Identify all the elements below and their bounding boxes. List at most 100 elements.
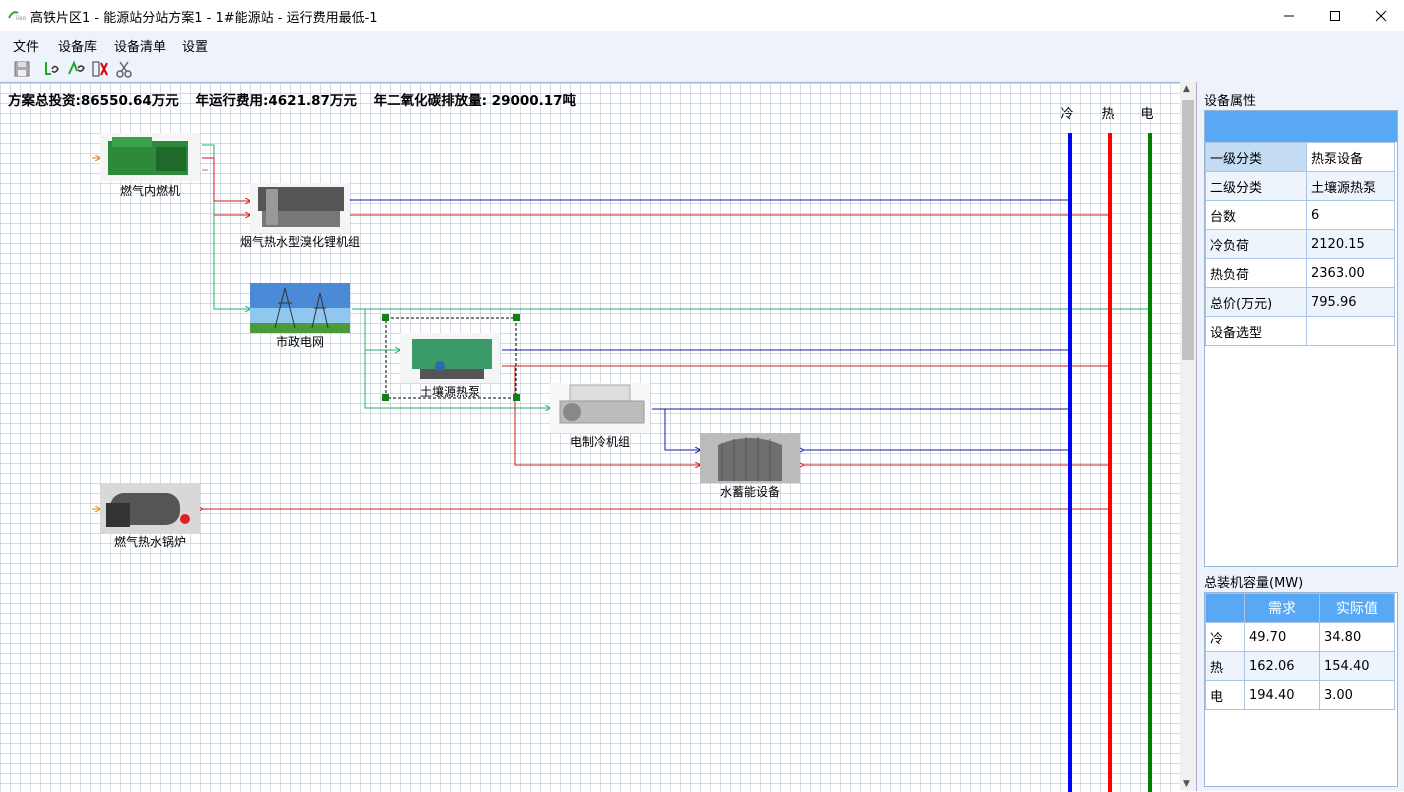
plan-summary: 方案总投资:86550.64万元 年运行费用:4621.87万元 年二氧化碳排放… [8, 89, 588, 109]
menu-device-library[interactable]: 设备库 [58, 40, 98, 55]
scissors-icon[interactable] [114, 59, 134, 79]
property-value[interactable]: 土壤源热泵 [1306, 171, 1395, 201]
property-value[interactable]: 热泵设备 [1306, 142, 1395, 172]
capacity-name: 冷 [1205, 622, 1245, 652]
capacity-actual: 3.00 [1319, 680, 1395, 710]
device-gas-boiler[interactable]: 燃气热水锅炉 [100, 483, 200, 549]
property-key: 冷负荷 [1205, 229, 1307, 259]
line-engine-heat [202, 157, 250, 201]
line-chiller-storage-cold [664, 409, 700, 450]
capacity-demand: 162.06 [1244, 651, 1320, 681]
bus-label-cold: 冷 [1060, 107, 1073, 122]
device-electric-chiller[interactable]: 电制冷机组 [550, 383, 650, 449]
capacity-demand: 49.70 [1244, 622, 1320, 652]
annual-running-cost: 年运行费用:4621.87万元 [195, 93, 357, 109]
menu-device-list[interactable]: 设备清单 [114, 40, 167, 55]
menu-settings[interactable]: 设置 [182, 40, 209, 55]
add-link-icon[interactable] [66, 59, 86, 79]
property-row[interactable]: 二级分类土壤源热泵 [1205, 171, 1395, 201]
capacity-actual: 154.40 [1319, 651, 1395, 681]
maximize-icon [1330, 10, 1340, 21]
minimize-icon [1284, 15, 1294, 16]
label-grid: 市政电网 [276, 334, 324, 349]
total-investment: 方案总投资:86550.64万元 [8, 93, 179, 109]
line-engine-elec [202, 144, 250, 309]
label-electric-chiller: 电制冷机组 [570, 435, 630, 449]
title-bar: iiso 高铁片区1 - 能源站分站方案1 - 1#能源站 - 运行费用最低-1 [0, 0, 1404, 31]
menu-bar: 文件 设备库 设备清单 设置 [0, 31, 1404, 56]
property-value[interactable]: 2363.00 [1306, 258, 1395, 288]
property-value[interactable]: 2120.15 [1306, 229, 1395, 259]
property-row[interactable]: 一级分类热泵设备 [1205, 142, 1395, 172]
device-water-storage[interactable]: 水蓄能设备 [700, 433, 800, 499]
capacity-header: 需求 [1244, 593, 1320, 623]
device-absorption-chiller[interactable]: 烟气热水型溴化锂机组 [240, 183, 360, 249]
line-grid-heatpump [352, 308, 400, 350]
property-value[interactable]: 6 [1306, 200, 1395, 230]
label-gas-boiler: 燃气热水锅炉 [114, 534, 186, 549]
menu-file[interactable]: 文件 [13, 40, 40, 55]
capacity-actual: 34.80 [1319, 622, 1395, 652]
app-logo-icon: iiso [8, 11, 26, 21]
capacity-header [1205, 593, 1245, 623]
energy-flow-diagram: 冷 热 电 燃气内燃机 烟气热水型溴化锂机组 [92, 107, 1154, 792]
bus-cold[interactable] [1068, 133, 1072, 792]
scroll-down-icon[interactable]: ▼ [1183, 779, 1190, 789]
annual-co2: 年二氧化碳排放量: 29000.17吨 [373, 93, 577, 109]
property-key: 一级分类 [1205, 142, 1307, 172]
energy-buses: 冷 热 电 [1060, 107, 1154, 792]
delete-grid-icon[interactable] [90, 59, 110, 79]
bus-heat[interactable] [1108, 133, 1112, 792]
label-water-storage: 水蓄能设备 [720, 485, 780, 499]
label-absorption-chiller: 烟气热水型溴化锂机组 [240, 234, 360, 249]
device-heat-pump[interactable]: 土壤源热泵 [382, 314, 520, 401]
property-key: 台数 [1205, 200, 1307, 230]
capacity-header: 实际值 [1319, 593, 1395, 623]
svg-text:iiso: iiso [16, 15, 26, 21]
add-device-icon[interactable] [42, 59, 62, 79]
bus-elec[interactable] [1148, 133, 1152, 792]
scroll-up-icon[interactable]: ▲ [1183, 84, 1190, 94]
property-row[interactable]: 总价(万元)795.96 [1205, 287, 1395, 317]
bus-label-heat: 热 [1101, 107, 1114, 122]
close-button[interactable] [1358, 0, 1404, 31]
capacity-name: 热 [1205, 651, 1245, 681]
bus-label-elec: 电 [1140, 107, 1153, 122]
device-gas-engine[interactable]: 燃气内燃机 [100, 133, 200, 198]
canvas-scrollbar[interactable]: ▲ ▼ [1180, 82, 1196, 791]
capacity-title: 总装机容量(MW) [1204, 576, 1304, 591]
capacity-name: 电 [1205, 680, 1245, 710]
diagram-canvas[interactable]: 方案总投资:86550.64万元 年运行费用:4621.87万元 年二氧化碳排放… [0, 82, 1180, 792]
maximize-button[interactable] [1312, 0, 1358, 31]
scrollbar-thumb[interactable] [1182, 100, 1194, 360]
device-grid[interactable]: 市政电网 [250, 283, 350, 349]
property-key: 总价(万元) [1205, 287, 1307, 317]
property-value[interactable] [1306, 316, 1395, 346]
toolbar [0, 56, 1404, 82]
properties-header [1205, 111, 1397, 142]
property-key: 热负荷 [1205, 258, 1307, 288]
property-value[interactable]: 795.96 [1306, 287, 1395, 317]
property-key: 二级分类 [1205, 171, 1307, 201]
property-row[interactable]: 设备选型 [1205, 316, 1395, 346]
label-gas-engine: 燃气内燃机 [120, 183, 180, 198]
connection-lines [92, 144, 1150, 509]
properties-title: 设备属性 [1204, 94, 1257, 109]
minimize-button[interactable] [1266, 0, 1312, 31]
property-key: 设备选型 [1205, 316, 1307, 346]
close-icon [1375, 10, 1387, 21]
save-icon[interactable] [12, 59, 32, 79]
capacity-demand: 194.40 [1244, 680, 1320, 710]
window-title: 高铁片区1 - 能源站分站方案1 - 1#能源站 - 运行费用最低-1 [30, 11, 378, 26]
